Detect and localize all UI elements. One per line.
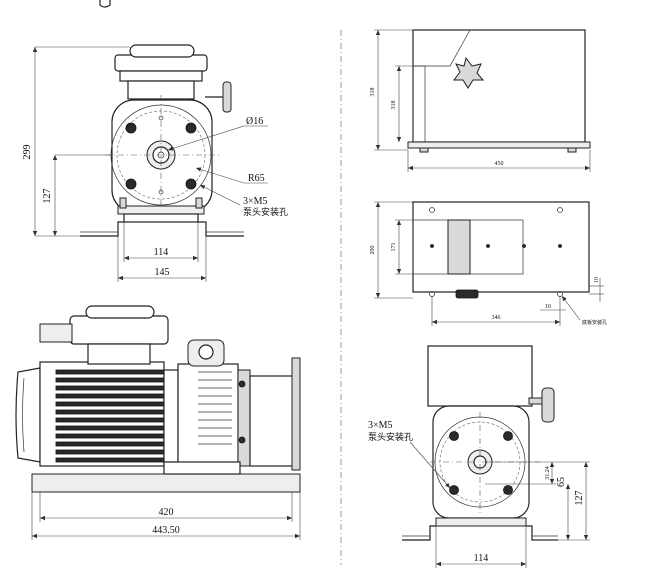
- right-bottom-view: 3×M5 泵头安装孔 31.24 65 127 114: [368, 345, 590, 568]
- side-dim-base-inner: 420: [159, 507, 174, 518]
- right-bottom-callout-holes-size: 3×M5: [368, 420, 393, 431]
- cropped-heading-glyph: [99, 0, 111, 8]
- right-bottom-dim-mount-inner: 114: [474, 553, 489, 564]
- right-mid-callout-base-holes: 底板安装孔: [582, 319, 607, 326]
- front-dim-shaft-dia: Ø16: [246, 116, 263, 127]
- front-callout-holes-desc: 泵头安装孔: [243, 206, 288, 218]
- right-top-dim-height-outer: 318: [370, 88, 376, 97]
- right-mid-dim-hole-spacing: 346: [492, 315, 501, 321]
- front-dim-radius: R65: [248, 173, 265, 184]
- front-dim-mount-outer: 145: [155, 267, 170, 278]
- gearbox-ribs: [198, 371, 232, 445]
- right-mid-view: 200 171 346 10 10 底板安装孔: [370, 201, 607, 326]
- right-bottom-dim-offset-mid: 65: [556, 477, 567, 487]
- front-view: 299 127 Ø16 R65 3×M5 泵头安装孔 114 145: [22, 44, 288, 282]
- right-bottom-dim-center-height: 127: [574, 491, 585, 506]
- right-mid-dim-width-outer: 200: [370, 246, 376, 255]
- front-dim-center-height: 127: [42, 189, 53, 204]
- right-bottom-callout-holes-desc: 泵头安装孔: [368, 431, 413, 443]
- right-top-dim-height-inner: 318: [391, 101, 397, 110]
- right-mid-dim-edge: 10: [545, 304, 551, 310]
- side-view: 420 443.50: [15, 305, 301, 540]
- right-mid-dim-slot: 10: [594, 277, 600, 283]
- motor-fins: [55, 369, 165, 463]
- right-top-view: 318 318 450: [370, 29, 591, 172]
- front-dim-height-total: 299: [22, 145, 33, 160]
- front-callout-holes-size: 3×M5: [243, 196, 268, 207]
- side-dim-base-outer: 443.50: [152, 525, 180, 536]
- right-top-dim-length: 450: [495, 161, 504, 167]
- front-dim-mount-inner: 114: [154, 247, 169, 258]
- right-bottom-dim-offset-small: 31.24: [545, 466, 551, 480]
- right-mid-dim-width-inner: 171: [391, 243, 397, 252]
